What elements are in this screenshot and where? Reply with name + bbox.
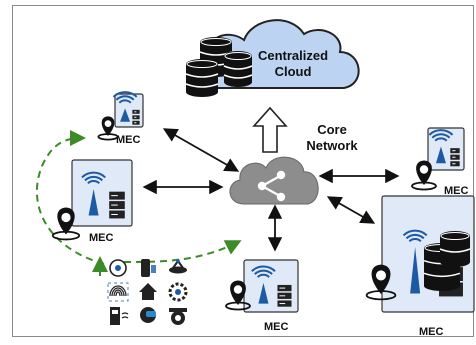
iot-devices bbox=[107, 259, 188, 325]
migration-paths bbox=[35, 130, 242, 276]
core-network-cloud bbox=[229, 156, 319, 205]
mec-node-mec-bottom: MEC bbox=[225, 259, 299, 333]
smart-meter-icon bbox=[110, 307, 129, 325]
location-pin-icon bbox=[51, 207, 81, 241]
mec-label: MEC bbox=[419, 326, 444, 338]
cloud-title-line2: Cloud bbox=[275, 64, 312, 79]
location-pin-icon bbox=[225, 280, 251, 311]
share-icon bbox=[257, 181, 267, 191]
network-links bbox=[142, 128, 400, 252]
settings-gear-icon bbox=[168, 282, 188, 302]
smart-home-icon bbox=[139, 283, 157, 300]
robot-arm-icon bbox=[109, 259, 127, 277]
smart-plug-icon bbox=[141, 259, 156, 277]
core-label-line1: Core bbox=[317, 122, 347, 137]
diagram-frame bbox=[12, 5, 474, 337]
link-core-mec-bottom-right bbox=[326, 196, 376, 224]
mec-label: MEC bbox=[116, 134, 141, 146]
mec-label: MEC bbox=[264, 321, 289, 333]
mec-label: MEC bbox=[444, 185, 469, 197]
location-pin-icon bbox=[97, 116, 119, 141]
drone-icon bbox=[169, 259, 187, 274]
cloud-database-icon bbox=[185, 37, 253, 97]
location-pin-icon bbox=[365, 264, 397, 301]
mec-node-mec-right-top: MEC bbox=[411, 127, 469, 197]
core-to-cloud-arrow bbox=[252, 106, 288, 153]
mec-node-mec-left: MEC bbox=[51, 159, 133, 244]
mec-label: MEC bbox=[89, 232, 114, 244]
migration-arrow-to-top-mec bbox=[35, 130, 105, 265]
cloud-title-line1: Centralized bbox=[258, 48, 328, 63]
fingerprint-icon bbox=[107, 282, 129, 302]
core-label-line2: Network bbox=[306, 138, 358, 153]
mec-node-mec-bottom-right: MEC bbox=[365, 195, 475, 338]
link-core-mec-top-left bbox=[162, 128, 240, 172]
migration-arrow-to-bottom-mec bbox=[123, 240, 242, 263]
location-pin-icon bbox=[411, 160, 437, 191]
mec-nodes: MEC MEC MEC MEC MEC bbox=[51, 91, 475, 338]
vr-headset-icon bbox=[140, 307, 156, 323]
cctv-camera-icon bbox=[169, 308, 187, 325]
mec-database-icon bbox=[423, 231, 471, 291]
mec-node-mec-top-left: MEC bbox=[97, 91, 144, 146]
